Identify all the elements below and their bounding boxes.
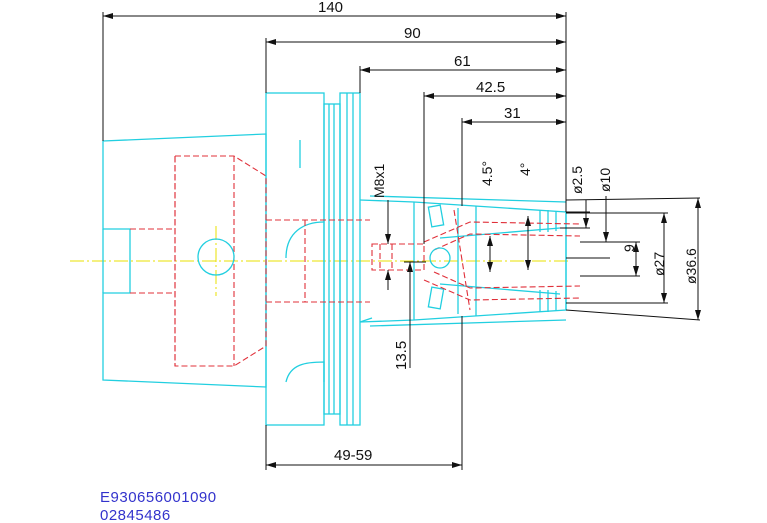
dim-dia-10: ø10: [597, 168, 613, 192]
dim-offset: 13.5: [393, 341, 410, 370]
dim-49-59: 49-59: [334, 447, 372, 464]
flange-cutouts: [285, 140, 325, 383]
dim-overall-length: 140: [318, 0, 343, 16]
dim-31: 31: [504, 105, 521, 122]
dim-90: 90: [404, 25, 421, 42]
flange: [265, 92, 361, 426]
dim-dia-36-6: ø36.6: [683, 248, 699, 284]
dimension-lines: [102, 12, 701, 470]
dim-dia-27: ø27: [651, 252, 667, 276]
dim-dia-2-5: ø2.5: [569, 166, 585, 194]
dim-42-5: 42.5: [476, 79, 505, 96]
dim-dia-9: 9: [621, 244, 637, 252]
dim-angle-inner: 4°: [517, 163, 533, 176]
dim-thread: M8x1: [371, 164, 387, 198]
dim-angle-outer: 4.5°: [479, 161, 495, 186]
part-number: E930656001090: [100, 489, 217, 506]
dim-61: 61: [454, 53, 471, 70]
hidden-lines: [130, 155, 581, 367]
order-number: 02845486: [100, 507, 171, 523]
